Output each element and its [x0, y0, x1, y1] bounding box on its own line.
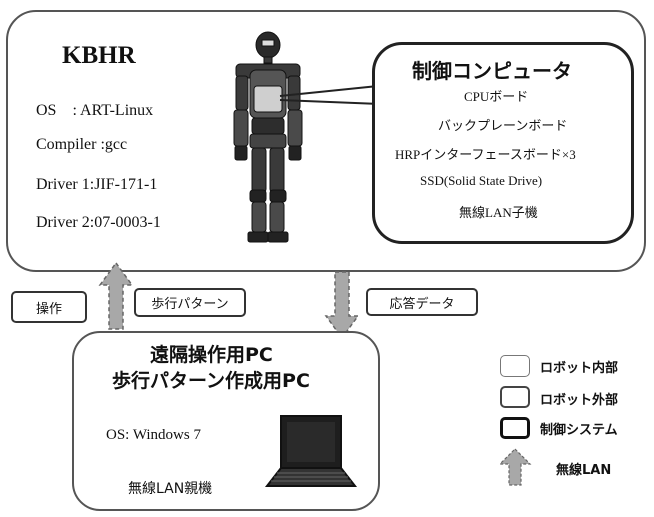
controller-item-wlan-child: 無線LAN子機 [459, 205, 538, 220]
legend-wireless-lan-label: 無線LAN [556, 463, 612, 478]
wireless-lan-arrow-up [98, 261, 134, 330]
remote-pc-title-line1: 遠隔操作用PC [150, 344, 273, 366]
legend-robot-external-swatch [500, 386, 530, 408]
robot-spec-driver2: Driver 2:07-0003-1 [36, 214, 161, 231]
controller-box [372, 42, 634, 244]
robot-spec-os: OS : ART-Linux [36, 102, 154, 119]
wireless-lan-arrow-down [324, 271, 360, 340]
controller-item-cpu: CPUボード [464, 89, 529, 104]
robot-spec-compiler: Compiler :gcc [36, 136, 128, 153]
legend-control-system-label: 制御システム [540, 423, 618, 438]
laptop-icon [264, 415, 358, 487]
operation-label: 操作 [11, 291, 87, 323]
legend-robot-external-label: ロボット外部 [540, 393, 619, 408]
controller-title: 制御コンピュータ [412, 59, 572, 83]
remote-pc-title-line2: 歩行パターン作成用PC [112, 370, 310, 392]
remote-pc-wlan-parent: 無線LAN親機 [128, 481, 213, 497]
legend-control-system-swatch [500, 417, 530, 439]
robot-spec-driver1: Driver 1:JIF-171-1 [36, 176, 158, 193]
controller-item-backplane: バックプレーンボード [438, 118, 568, 133]
remote-pc-os: OS: Windows 7 [106, 427, 201, 443]
walking-pattern-label: 歩行パターン [134, 288, 246, 317]
legend-robot-internal-label: ロボット内部 [540, 361, 619, 376]
controller-item-ssd: SSD(Solid State Drive) [420, 173, 543, 188]
response-data-label: 応答データ [366, 288, 478, 316]
robot-title: KBHR [62, 42, 136, 69]
legend-robot-internal-swatch [500, 355, 530, 377]
legend-wireless-lan-arrow [498, 448, 532, 486]
controller-item-hrp: HRPインターフェースボード×3 [395, 147, 576, 162]
